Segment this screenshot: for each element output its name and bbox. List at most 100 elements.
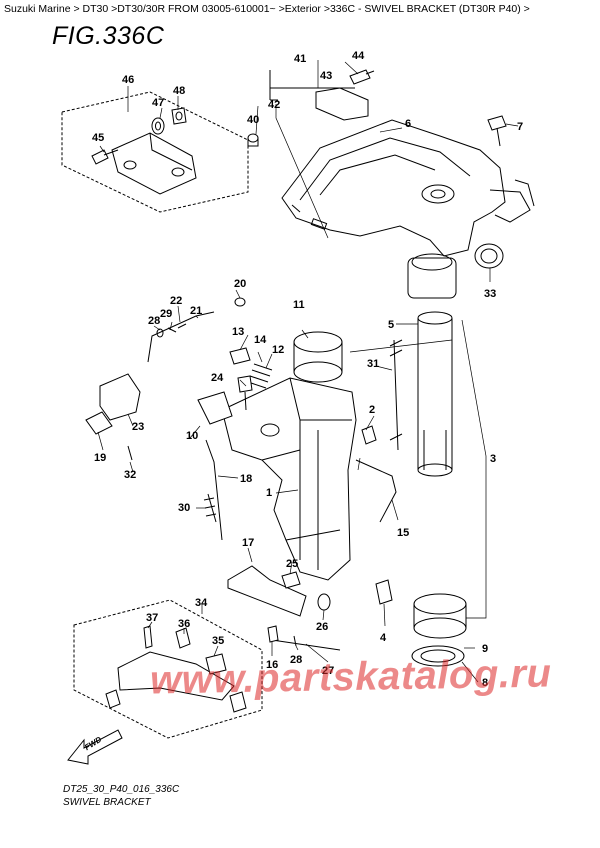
callout-45: 46	[122, 74, 134, 86]
callout-34: 33	[484, 288, 496, 300]
callout-30: 29	[160, 308, 172, 320]
pin-33	[127, 445, 133, 461]
bracket-42	[315, 87, 369, 121]
bolt-37	[175, 627, 191, 649]
bolt-16	[267, 625, 279, 643]
clip-20	[234, 297, 246, 307]
bolt-46	[91, 149, 119, 165]
bracket-40	[269, 70, 355, 101]
callout-35: 34	[195, 597, 208, 609]
callout-31: 30	[178, 502, 190, 514]
callout-23: 23	[132, 421, 144, 433]
callout-47: 48	[173, 85, 185, 97]
callout-33: 32	[124, 469, 136, 481]
spring-32	[389, 339, 403, 451]
pin-28	[293, 635, 297, 647]
callout-17: 17	[242, 537, 254, 549]
callout-5: 5	[388, 319, 394, 331]
spring-30	[167, 327, 177, 333]
rod-15	[355, 459, 397, 523]
bush-26	[317, 593, 331, 611]
knob-19	[85, 411, 113, 435]
callout-18: 18	[240, 473, 252, 485]
callout-44: 42	[268, 99, 280, 111]
bolt-7	[487, 115, 507, 147]
callout-21: 21	[190, 305, 202, 317]
bolt-43	[349, 69, 375, 85]
caption: SWIVEL BRACKET	[63, 797, 151, 808]
callout-8: 8	[482, 677, 488, 689]
callout-22: 22	[170, 295, 182, 307]
bolt-13	[229, 347, 251, 365]
callout-14: 14	[254, 334, 267, 346]
callout-27: 27	[322, 665, 334, 677]
callout-3: 3	[490, 453, 496, 465]
callout-42: 43	[320, 70, 332, 82]
spring-31	[203, 493, 217, 523]
callout-19: 19	[94, 452, 106, 464]
rod-2	[361, 425, 377, 445]
bolt-lower	[229, 691, 247, 713]
pivot-top-5	[407, 253, 457, 299]
rod-21	[147, 311, 215, 363]
pin-22	[177, 323, 187, 329]
callout-4: 4	[380, 632, 387, 644]
callout-1: 1	[266, 487, 272, 499]
callout-26: 26	[316, 621, 328, 633]
breadcrumb[interactable]: Suzuki Marine > DT30 >DT30/30R FROM 0300…	[4, 3, 530, 15]
bushing-9	[413, 593, 467, 639]
figure-title: FIG.336C	[52, 22, 165, 50]
callout-25: 25	[286, 558, 298, 570]
callout-11: 11	[293, 299, 305, 311]
shaft-27	[271, 639, 341, 651]
callout-37: 36	[178, 618, 190, 630]
callout-10: 10	[186, 430, 198, 442]
watermark[interactable]: www.partskatalog.ru	[149, 651, 552, 703]
inset-box-35	[73, 599, 263, 739]
lever-17	[227, 565, 307, 617]
lever-23	[99, 373, 141, 421]
callout-41: 40	[247, 114, 259, 126]
washer-48	[151, 117, 165, 135]
bushing-11	[293, 331, 343, 383]
knob-small	[105, 689, 121, 709]
bolt-39	[143, 625, 153, 649]
callout-28-text: 28	[290, 654, 302, 666]
rod-18	[205, 439, 223, 541]
leader-lines	[97, 60, 519, 683]
callout-2: 2	[369, 404, 375, 416]
callout-36: 35	[212, 635, 224, 647]
callout-32: 31	[367, 358, 379, 370]
callout-43: 44	[352, 50, 365, 62]
swivel-arm-6	[281, 119, 535, 257]
bolt-25	[281, 571, 301, 589]
drawing-code: DT25_30_P40_016_336C	[63, 784, 180, 795]
callout-labels: 46 47 48 45 41 44 43 42 40 6 7 33 5 3 9 …	[92, 50, 523, 689]
callout-7: 7	[517, 121, 523, 133]
callout-9: 9	[482, 643, 488, 655]
callout-20: 20	[234, 278, 246, 290]
callout-46: 45	[92, 132, 104, 144]
fwd-arrow-icon	[67, 729, 123, 765]
spring-14	[247, 363, 273, 389]
pivot-shaft-3	[417, 311, 453, 477]
plate-45	[111, 132, 197, 195]
nut-41	[247, 133, 259, 147]
bush-34	[474, 243, 504, 269]
pin-29	[156, 328, 164, 338]
lever-35	[117, 651, 235, 701]
callout-16: 16	[266, 659, 278, 671]
inset-box-45	[61, 91, 249, 213]
bush-4	[375, 579, 393, 605]
callout-12: 12	[272, 344, 284, 356]
callout-39: 37	[146, 612, 158, 624]
hook-10	[197, 391, 233, 425]
callout-15: 15	[397, 527, 409, 539]
callout-24: 24	[211, 372, 224, 384]
nut-47	[171, 107, 187, 125]
swivel-bracket-1	[221, 377, 357, 581]
callout-6: 6	[405, 118, 411, 130]
callout-13: 13	[232, 326, 244, 338]
callout-40: 41	[294, 53, 306, 65]
